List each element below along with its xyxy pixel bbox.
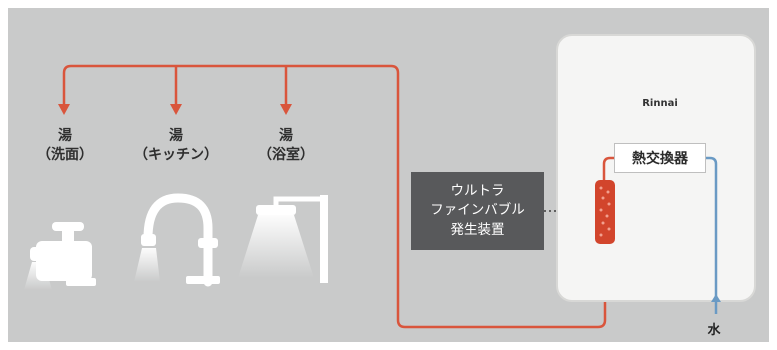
- washroom-faucet-icon: [24, 222, 96, 290]
- arrow-down-icon: [58, 104, 70, 115]
- outlet-title: 湯: [169, 128, 183, 144]
- bubble-generator-line: ファインバブル: [430, 202, 525, 219]
- arrow-down-icon: [280, 104, 292, 115]
- shower-head-icon: [238, 195, 328, 283]
- brand-logo: Rinnai: [642, 98, 678, 109]
- bubble-generator-line: ウルトラ: [450, 182, 505, 199]
- bubble-cartridge: [595, 180, 615, 244]
- hot-water-pipe: [62, 64, 607, 329]
- outlet-place: （浴室）: [258, 146, 314, 163]
- water-inlet-label: 水: [707, 323, 721, 338]
- bubble-cartridge-dots: [599, 186, 611, 237]
- arrow-up-icon: [711, 294, 721, 302]
- cold-water-pipe: [706, 156, 718, 300]
- outlet-label-washroom: 湯 （洗面）: [30, 127, 100, 165]
- bubble-generator-line: 発生装置: [450, 221, 505, 238]
- bubble-generator-box: ウルトラ ファインバブル 発生装置: [411, 172, 544, 250]
- outlet-label-bathroom: 湯 （浴室）: [251, 127, 321, 165]
- outlet-place: （キッチン）: [134, 146, 218, 163]
- hot-pipe-to-generator: [602, 156, 614, 180]
- heat-exchanger-label: 熱交換器: [632, 151, 688, 167]
- heat-exchanger-box: 熱交換器: [614, 143, 706, 173]
- kitchen-faucet-icon: [134, 193, 220, 287]
- outlet-title: 湯: [279, 128, 293, 144]
- outlet-label-kitchen: 湯 （キッチン）: [126, 127, 226, 165]
- outlet-place: （洗面）: [37, 146, 93, 163]
- outlet-title: 湯: [58, 128, 72, 144]
- arrow-down-icon: [170, 104, 182, 115]
